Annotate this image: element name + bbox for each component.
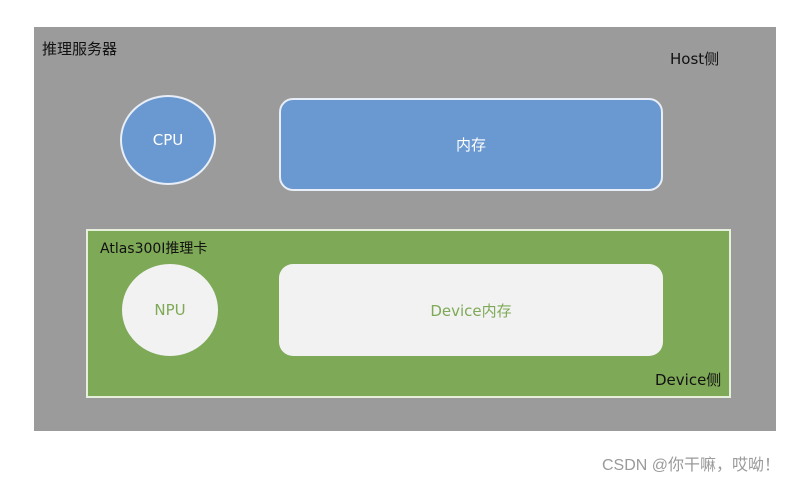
host-memory-node: 内存 <box>279 98 663 191</box>
server-label: 推理服务器 <box>42 40 118 58</box>
watermark: CSDN @你干嘛，哎呦！ <box>601 457 780 474</box>
cpu-node: CPU <box>120 95 216 185</box>
card-label: Atlas300I推理卡 <box>100 241 208 257</box>
device-memory-node: Device内存 <box>279 264 663 356</box>
cpu-label: CPU <box>152 131 184 149</box>
device-side-label: Device侧 <box>655 371 722 389</box>
npu-label: NPU <box>154 301 186 319</box>
host-memory-label: 内存 <box>455 136 486 154</box>
npu-node: NPU <box>122 264 218 356</box>
host-side-label: Host侧 <box>670 50 720 68</box>
device-memory-label: Device内存 <box>430 301 512 320</box>
